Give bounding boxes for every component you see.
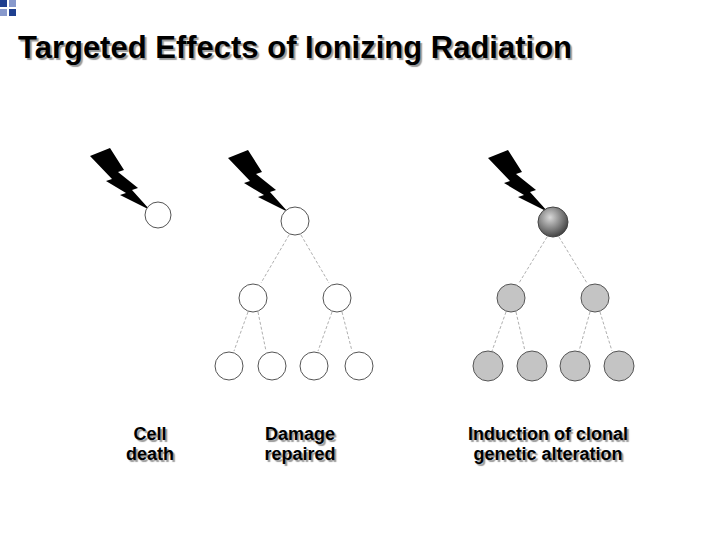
caption-label: Induction of clonal genetic alteration <box>466 424 631 464</box>
mutated-cell <box>538 207 568 237</box>
caption-label: Damage repaired <box>250 424 350 464</box>
radiation-bolt <box>488 150 548 212</box>
corner-decoration <box>0 0 16 16</box>
caption-label: Cell death <box>114 424 186 464</box>
radiation-bolt <box>228 150 288 212</box>
cells <box>145 202 373 380</box>
slide-title: Targeted Effects of Ionizing Radiation <box>18 30 598 66</box>
radiation-bolt <box>90 148 150 210</box>
lineage-lines <box>234 235 612 351</box>
mutated-cells <box>473 284 634 381</box>
